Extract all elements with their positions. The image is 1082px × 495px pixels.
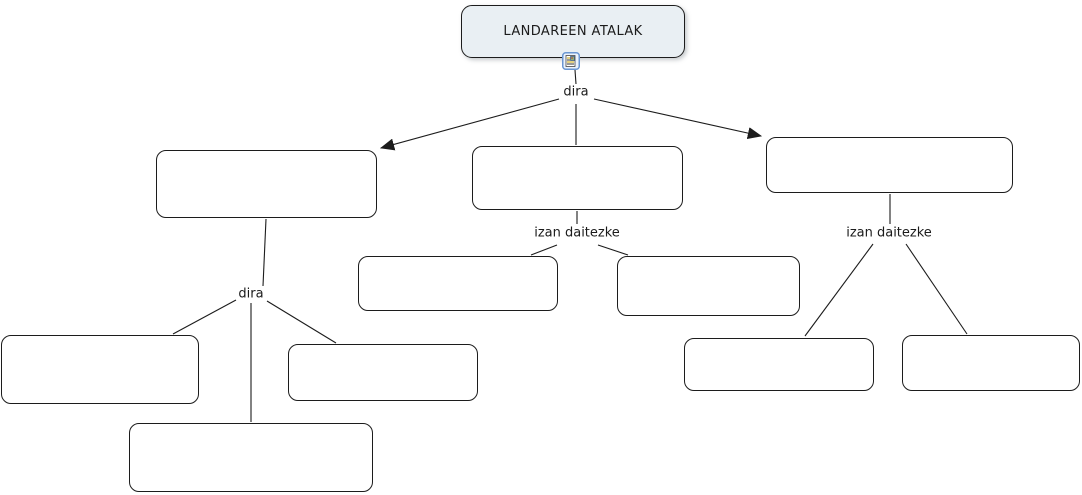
- linking-phrase-izan-daitezke-right[interactable]: izan daitezke: [846, 225, 932, 241]
- connector-line-leftbox-stem: [262, 218, 267, 287]
- concept-node-branch-right[interactable]: [766, 137, 1013, 193]
- resource-icon-glyph: [562, 52, 580, 70]
- connector-line-izan2-left: [804, 243, 874, 337]
- resource-icon[interactable]: [562, 52, 580, 70]
- connector-line-izan2-right: [905, 243, 968, 335]
- concept-node-branch-left[interactable]: [156, 150, 377, 218]
- connector-arrow-dira-to-left: [379, 98, 560, 151]
- concept-node-root[interactable]: LANDAREEN ATALAK: [461, 5, 685, 58]
- connector-line-izan1-left: [530, 244, 558, 256]
- concept-node-right-child-2[interactable]: [902, 335, 1080, 391]
- linking-phrase-dira-left[interactable]: dira: [238, 286, 264, 302]
- connector-line-izan1-right: [597, 244, 629, 256]
- connector-line-root-stem: [574, 69, 577, 85]
- linking-phrase-izan-daitezke-mid[interactable]: izan daitezke: [534, 225, 620, 241]
- concept-node-mid-child-2[interactable]: [617, 256, 800, 316]
- connector-line-dira2-left: [172, 299, 237, 335]
- concept-node-left-child-2[interactable]: [288, 344, 478, 401]
- linking-phrase-dira-top[interactable]: dira: [563, 84, 589, 100]
- concept-node-left-child-3[interactable]: [129, 423, 373, 492]
- concept-node-mid-child-1[interactable]: [358, 256, 558, 311]
- connector-line-dira2-right: [266, 300, 337, 344]
- concept-label-root: LANDAREEN ATALAK: [503, 24, 643, 39]
- concept-node-right-child-1[interactable]: [684, 338, 874, 391]
- connector-arrow-dira-to-right: [593, 98, 763, 140]
- concept-node-branch-mid[interactable]: [472, 146, 683, 210]
- concept-node-left-child-1[interactable]: [1, 335, 199, 404]
